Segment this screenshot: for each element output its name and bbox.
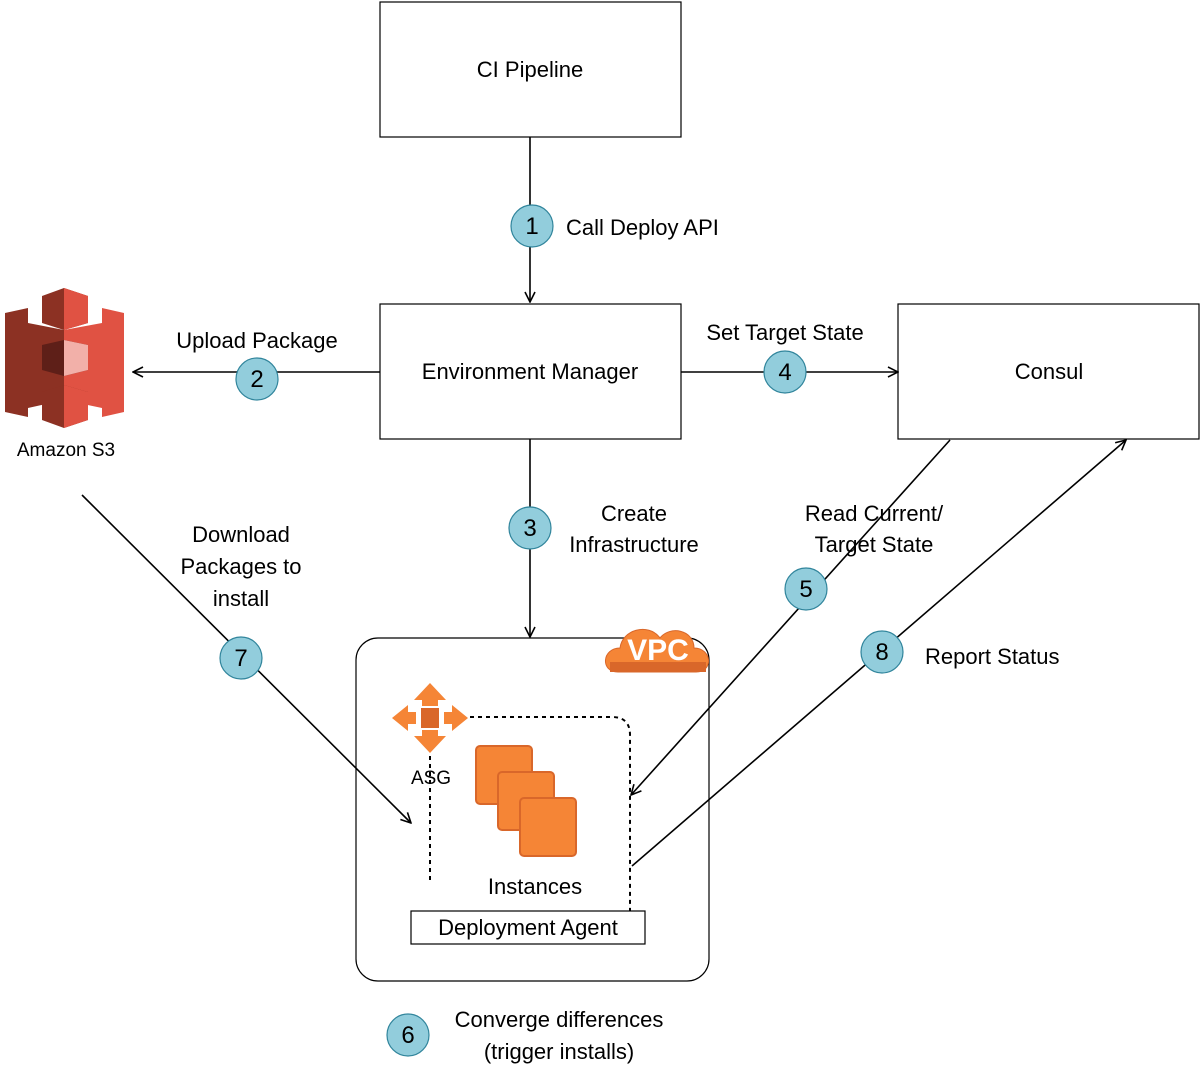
amazon-s3-label: Amazon S3 — [17, 440, 115, 461]
step-7-circle — [219, 636, 263, 680]
step-1: 1 Call Deploy API — [510, 204, 719, 248]
step-2-circle — [235, 357, 279, 401]
step-2-label: Upload Package — [176, 328, 337, 353]
instances-label: Instances — [488, 874, 582, 899]
step-6-label-line-2: (trigger installs) — [484, 1039, 634, 1064]
step-1-circle — [510, 204, 554, 248]
step-7: 7 Download Packages to install — [180, 522, 302, 680]
environment-manager-label: Environment Manager — [422, 359, 638, 384]
asg-group-outline — [470, 716, 631, 912]
asg-label: ASG — [411, 768, 451, 789]
step-4: 4 Set Target State — [706, 320, 864, 394]
vpc-cloud-icon: VPC — [605, 628, 709, 673]
step-6-label-line-1: Converge differences — [455, 1007, 664, 1032]
auto-scaling-icon — [392, 683, 468, 753]
step-2-number: 2 — [250, 366, 263, 393]
step-7-label-line-1: Download — [192, 522, 290, 547]
step-5-label-line-2: Target State — [815, 532, 934, 557]
step-5-circle — [784, 567, 828, 611]
amazon-s3-icon — [5, 288, 124, 428]
ec2-instances-icon — [475, 745, 577, 857]
step-5-number: 5 — [799, 576, 812, 603]
step-3-circle — [508, 506, 552, 550]
consul-label: Consul — [1015, 359, 1083, 384]
ci-pipeline-label: CI Pipeline — [477, 57, 583, 82]
step-1-label: Call Deploy API — [566, 215, 719, 240]
step-1-number: 1 — [525, 213, 538, 240]
vpc-label: VPC — [627, 634, 689, 667]
step-4-label: Set Target State — [706, 320, 863, 345]
step-5: 5 Read Current/ Target State — [784, 501, 944, 611]
deployment-agent-label: Deployment Agent — [438, 915, 618, 940]
step-3: 3 Create Infrastructure — [508, 501, 699, 557]
deployment-agent-box: Deployment Agent — [410, 910, 646, 945]
step-3-label-line-2: Infrastructure — [569, 532, 699, 557]
step-6-number: 6 — [401, 1022, 414, 1049]
step-5-label-line-1: Read Current/ — [805, 501, 944, 526]
step-6: 6 Converge differences (trigger installs… — [386, 1007, 664, 1064]
step-4-circle — [763, 350, 807, 394]
environment-manager-box: Environment Manager — [379, 303, 682, 440]
step-2: 2 Upload Package — [176, 328, 338, 401]
step-6-circle — [386, 1013, 430, 1057]
step-7-label-line-3: install — [213, 586, 269, 611]
step-7-number: 7 — [234, 645, 247, 672]
step-4-number: 4 — [778, 359, 791, 386]
consul-box: Consul — [897, 303, 1200, 440]
step-8: 8 Report Status — [860, 630, 1060, 674]
arrow-consul-to-agent — [631, 439, 951, 795]
step-8-number: 8 — [875, 639, 888, 666]
ci-pipeline-box: CI Pipeline — [379, 1, 682, 138]
step-8-circle — [860, 630, 904, 674]
step-8-label: Report Status — [925, 644, 1060, 669]
step-3-label-line-1: Create — [601, 501, 667, 526]
step-3-number: 3 — [523, 515, 536, 542]
step-7-label-line-2: Packages to — [180, 554, 301, 579]
